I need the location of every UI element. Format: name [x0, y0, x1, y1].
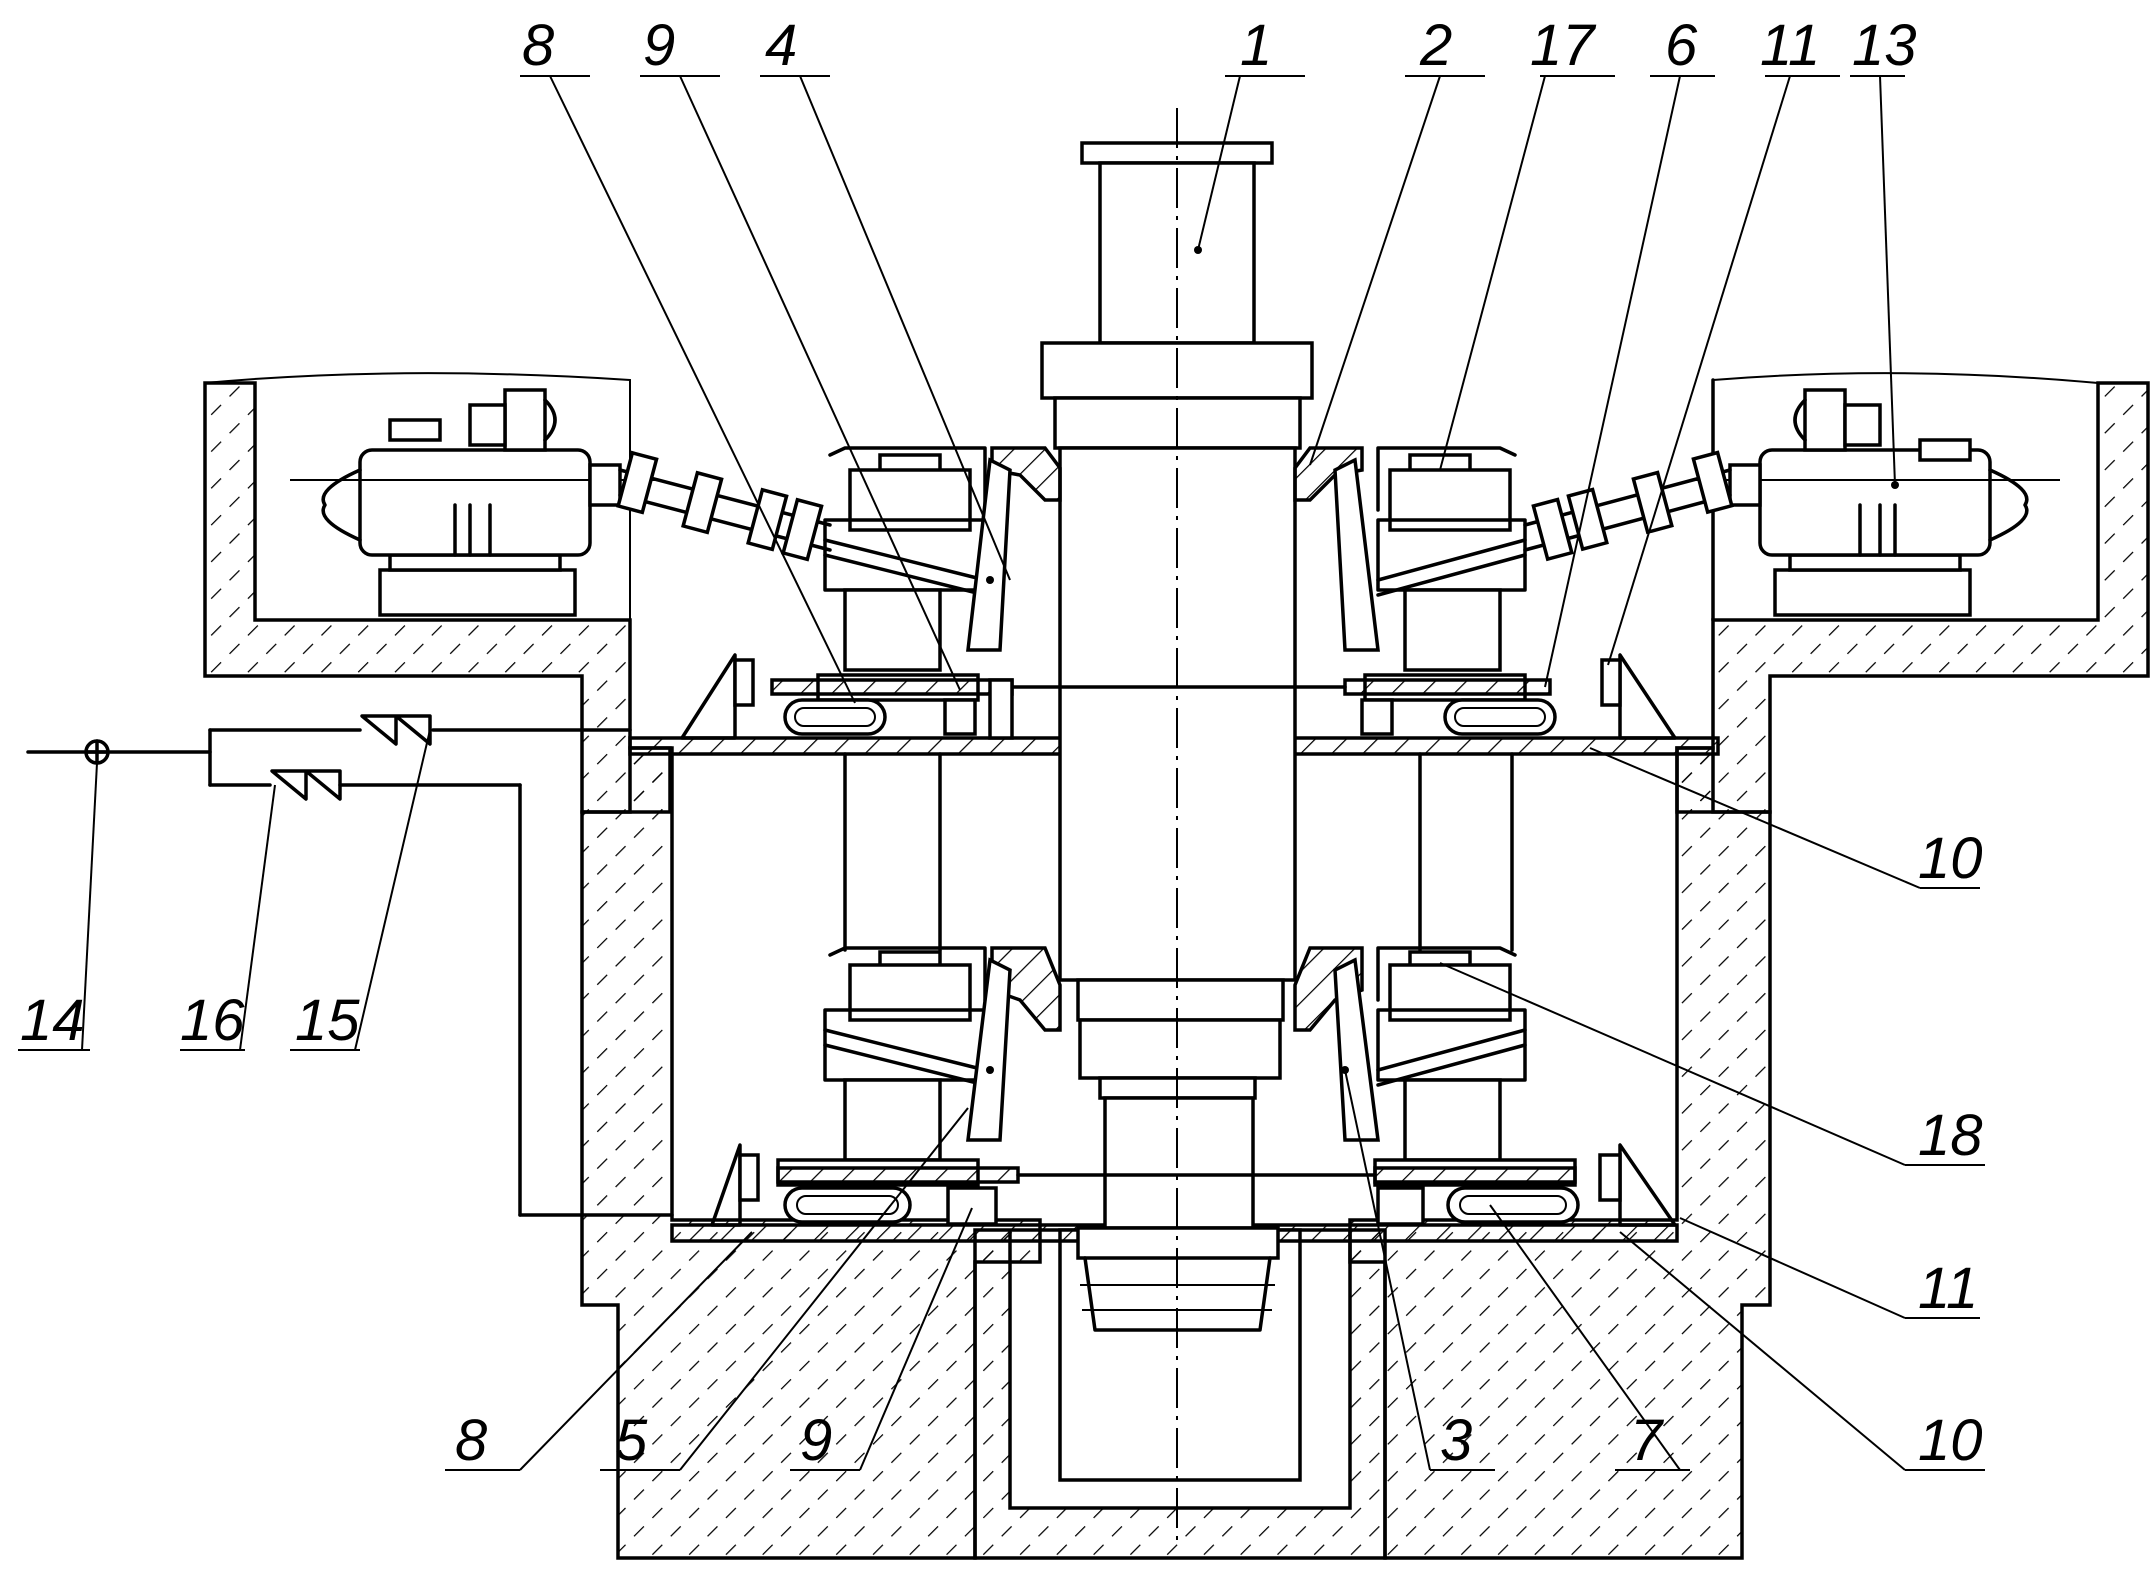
label-11-bottom: 11 [1918, 1256, 1978, 1321]
label-10-lower: 10 [1918, 1408, 1983, 1473]
label-7: 7 [1630, 1408, 1665, 1473]
label-5: 5 [615, 1408, 648, 1473]
lower-left-support [948, 1188, 996, 1224]
label-11-top: 11 [1760, 13, 1820, 78]
upper-right-support [1362, 700, 1392, 734]
label-6: 6 [1665, 13, 1698, 78]
lower-left-bracket [712, 1145, 740, 1225]
left-spindle [618, 453, 830, 560]
hydraulic-pipeline [28, 716, 672, 1215]
right-spindle [1525, 453, 1732, 560]
lower-right-bracket [1620, 1145, 1675, 1225]
lower-left-roller-arm [968, 960, 1010, 1140]
upper-left-bracket [682, 655, 735, 738]
upper-left-support [945, 700, 975, 734]
label-15: 15 [295, 988, 360, 1053]
lower-right-support [1378, 1188, 1423, 1224]
label-17: 17 [1530, 13, 1597, 78]
upper-right-stand [1335, 448, 1525, 700]
label-3: 3 [1440, 1408, 1472, 1473]
label-16: 16 [180, 988, 245, 1053]
label-9-top: 9 [643, 13, 675, 78]
central-pit-inner [1060, 1230, 1300, 1480]
label-2: 2 [1419, 13, 1452, 78]
lower-left-stand [778, 948, 1010, 1185]
upper-left-roller-arm [968, 460, 1010, 650]
lower-right-roller-arm [1335, 960, 1378, 1140]
upper-left-crawler [785, 700, 885, 734]
lower-right-crawler [1448, 1188, 1578, 1222]
valve-16 [272, 771, 340, 799]
label-18: 18 [1918, 1103, 1983, 1168]
label-10-upper: 10 [1918, 826, 1983, 891]
left-motor [290, 390, 660, 615]
label-1: 1 [1240, 13, 1272, 78]
upper-right-bracket [1620, 655, 1675, 738]
lower-right-stand [1335, 948, 1575, 1185]
upper-left-stand [818, 448, 1010, 700]
valve-15 [362, 716, 430, 744]
label-8-top: 8 [522, 13, 554, 78]
upper-right-roller-arm [1335, 460, 1378, 650]
label-9-bottom: 9 [800, 1408, 832, 1473]
right-motor [1690, 390, 2060, 615]
label-8-bottom: 8 [455, 1408, 487, 1473]
upper-right-crawler [1445, 700, 1555, 734]
label-13: 13 [1852, 13, 1917, 78]
label-4: 4 [765, 13, 797, 78]
label-14: 14 [20, 988, 85, 1053]
